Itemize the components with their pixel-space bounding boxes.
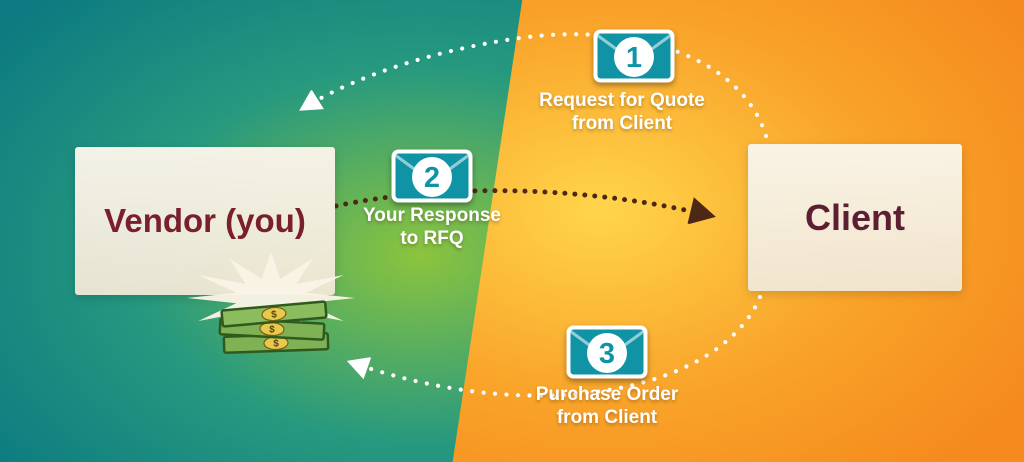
dollar-sign: $: [273, 338, 279, 349]
dollar-sign: $: [269, 324, 276, 335]
step-2-envelope-icon: 2: [391, 149, 473, 203]
starburst-icon: [187, 252, 355, 344]
arc-step1-request-arrow: [302, 32, 769, 139]
dollar-sign: $: [271, 309, 278, 320]
client-box: Client: [748, 144, 962, 291]
vendor-label: Vendor (you): [104, 202, 306, 239]
arc-step2-response-arrow: [333, 188, 712, 216]
step-3-number: 3: [599, 338, 615, 370]
step-1-envelope-icon: 1: [593, 29, 675, 83]
step-2-label: Your Response to RFQ: [363, 205, 501, 249]
step-2-number: 2: [424, 162, 440, 194]
step-3-label: Purchase Order from Client: [535, 384, 679, 428]
step-1-label: Request for Quote from Client: [539, 90, 705, 134]
money-bills-icon: $ $ $: [218, 300, 330, 354]
arc-step3-purchase-order-arrow: [350, 294, 763, 398]
step-3-envelope-icon: 3: [566, 325, 648, 379]
step-1-number: 1: [626, 42, 642, 74]
vendor-box: Vendor (you): [75, 147, 335, 295]
money-stack-illustration: $ $ $: [186, 250, 356, 360]
client-label: Client: [804, 196, 905, 238]
